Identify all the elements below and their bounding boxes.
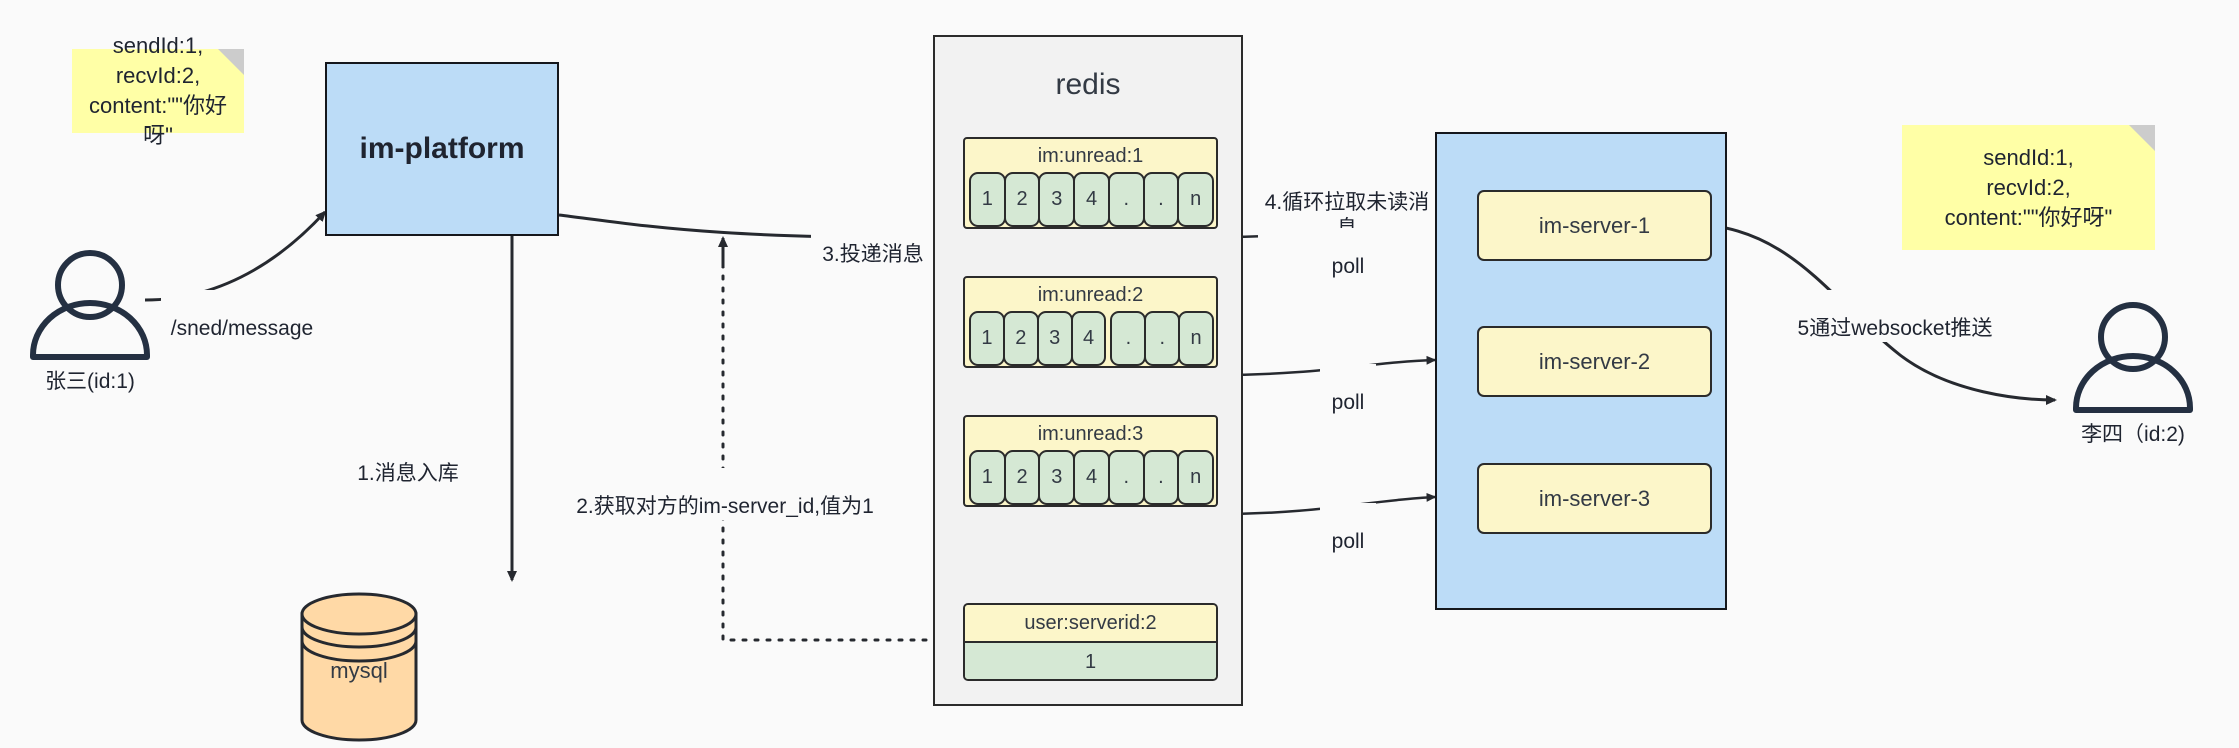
- im-server-2-node[interactable]: im-server-2: [1477, 326, 1712, 397]
- queue-cell[interactable]: 1: [969, 450, 1006, 505]
- im-platform-label: im-platform: [359, 132, 525, 165]
- queue-cell[interactable]: .: [1107, 450, 1145, 505]
- note-fold-icon: [218, 49, 244, 75]
- im-server-2-label: im-server-2: [1538, 348, 1651, 374]
- im-server-3-node[interactable]: im-server-3: [1477, 463, 1712, 534]
- edge-label-step2: 2.获取对方的im-server_id,值为1: [570, 468, 880, 520]
- queue-im-unread-1-title: im:unread:1: [1037, 145, 1144, 167]
- queue-cell[interactable]: 4: [1073, 172, 1110, 227]
- queue-cell[interactable]: .: [1144, 311, 1181, 366]
- queue-cell[interactable]: .: [1142, 450, 1180, 505]
- receiver-caption-text: 李四（id:2): [2081, 423, 2185, 446]
- edge-label-poll-1: poll: [1320, 228, 1376, 280]
- queue-cell[interactable]: n: [1178, 311, 1215, 366]
- kv-user-serverid-value: 1: [965, 643, 1216, 679]
- im-server-1-node[interactable]: im-server-1: [1477, 190, 1712, 261]
- sticky-note-left-text: sendId:1, recvId:2, content:""你好呀": [89, 33, 227, 148]
- queue-im-unread-2[interactable]: im:unread:2 1 2 3 4 . . n: [963, 276, 1218, 368]
- mysql-label: mysql: [330, 658, 387, 683]
- queue-cell[interactable]: 2: [1003, 172, 1041, 227]
- sticky-note-right-text: sendId:1, recvId:2, content:""你好呀": [1944, 144, 2113, 230]
- sticky-note-right: sendId:1, recvId:2, content:""你好呀": [1902, 125, 2155, 250]
- queue-im-unread-3-title: im:unread:3: [1037, 423, 1144, 445]
- queue-cell[interactable]: 2: [1002, 311, 1039, 366]
- im-platform-box[interactable]: im-platform: [325, 62, 559, 236]
- im-server-cluster: im-server-1 im-server-2 im-server-3: [1435, 132, 1727, 610]
- queue-im-unread-1[interactable]: im:unread:1 1 2 3 4 . . n: [963, 137, 1218, 229]
- redis-title-text: redis: [1055, 68, 1121, 101]
- queue-cell[interactable]: .: [1142, 172, 1180, 227]
- sender-user-icon: [30, 250, 150, 360]
- queue-cell[interactable]: n: [1177, 450, 1215, 505]
- sender-caption-text: 张三(id:1): [45, 370, 135, 393]
- edge-label-poll-3-text: poll: [1331, 530, 1365, 553]
- edge-label-step1: 1.消息入库: [318, 435, 498, 487]
- edge-label-poll-1-text: poll: [1331, 255, 1365, 278]
- edge-label-step3: 3.投递消息: [811, 216, 935, 268]
- kv-user-serverid[interactable]: user:serverid:2 1: [963, 603, 1218, 681]
- queue-cell[interactable]: 4: [1070, 311, 1107, 366]
- edge-label-step2-text: 2.获取对方的im-server_id,值为1: [576, 495, 874, 518]
- queue-cell[interactable]: 1: [969, 172, 1006, 227]
- edge-label-step3-text: 3.投递消息: [822, 243, 924, 266]
- edge-label-poll-3: poll: [1320, 503, 1376, 555]
- edge-label-poll-2: poll: [1320, 364, 1376, 416]
- redis-title: redis: [935, 65, 1241, 105]
- queue-cell[interactable]: 3: [1036, 311, 1073, 366]
- queue-cell[interactable]: .: [1107, 172, 1145, 227]
- queue-cell[interactable]: 3: [1038, 450, 1076, 505]
- im-server-1-label: im-server-1: [1538, 212, 1651, 238]
- edge-label-send-message-text: /sned/message: [170, 317, 314, 340]
- edge-label-step1-text: 1.消息入库: [357, 462, 459, 485]
- queue-im-unread-3[interactable]: im:unread:3 1 2 3 4 . . n: [963, 415, 1218, 507]
- queue-cell[interactable]: .: [1110, 311, 1147, 366]
- sticky-note-left: sendId:1, recvId:2, content:""你好呀": [72, 33, 244, 148]
- queue-cell[interactable]: 4: [1073, 450, 1110, 505]
- edge-label-step5: 5通过websocket推送: [1795, 290, 1995, 342]
- edge-label-poll-2-text: poll: [1331, 391, 1365, 414]
- queue-cell[interactable]: n: [1177, 172, 1215, 227]
- queue-im-unread-1-cells: 1 2 3 4 . . n: [969, 172, 1215, 227]
- sender-caption: 张三(id:1): [0, 365, 180, 395]
- receiver-user-icon: [2073, 302, 2193, 413]
- edge-label-step5-text: 5通过websocket推送: [1797, 317, 1993, 340]
- queue-cell[interactable]: 3: [1038, 172, 1076, 227]
- edge-label-send-message: /sned/message: [161, 290, 323, 342]
- note-fold-icon: [2129, 125, 2155, 151]
- database-cylinder-icon: mysql: [300, 592, 418, 742]
- receiver-caption: 李四（id:2): [2043, 418, 2223, 448]
- queue-im-unread-2-title: im:unread:2: [1037, 284, 1144, 306]
- queue-cell[interactable]: 1: [969, 311, 1005, 366]
- queue-im-unread-3-cells: 1 2 3 4 . . n: [969, 450, 1215, 505]
- queue-im-unread-2-cells: 1 2 3 4 . . n: [969, 311, 1215, 366]
- kv-user-serverid-key: user:serverid:2: [965, 605, 1216, 643]
- queue-cell[interactable]: 2: [1003, 450, 1041, 505]
- im-server-3-label: im-server-3: [1538, 485, 1651, 511]
- redis-container: redis im:unread:1 1 2 3 4 . . n im:unrea…: [933, 35, 1243, 706]
